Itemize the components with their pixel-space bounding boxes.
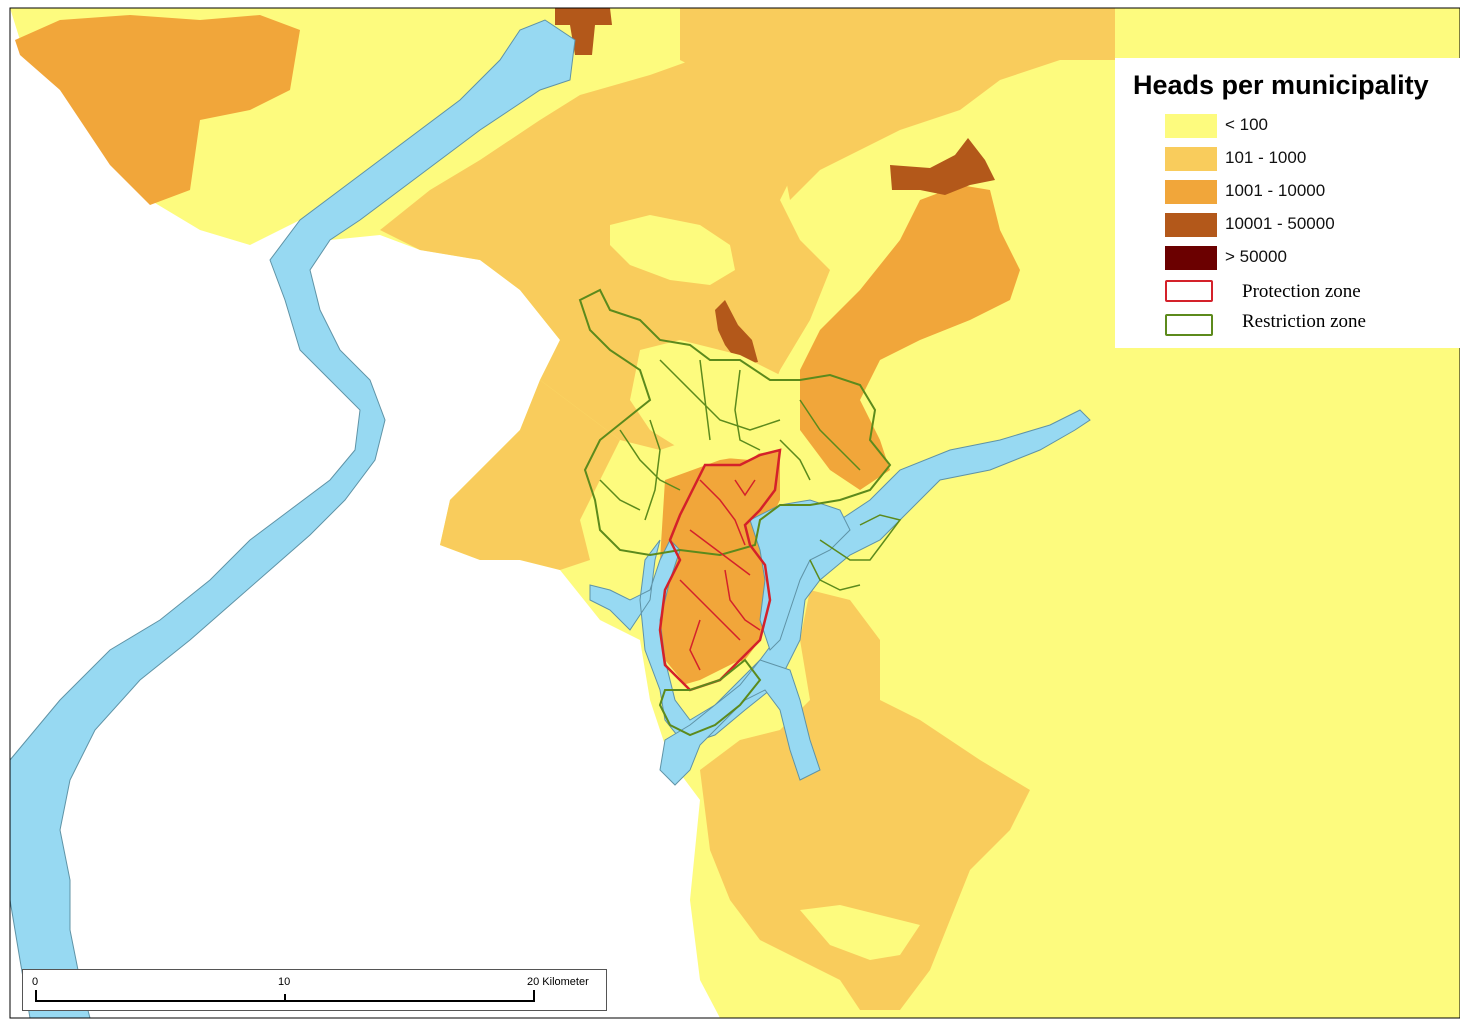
map-legend: Heads per municipality < 100 101 - 1000 … [1115,58,1460,348]
legend-zone-label: Protection zone [1242,281,1361,302]
region-north-lt100-patch [610,215,735,285]
region-northeast-101-1000 [680,8,1115,200]
scale-label-0: 0 [32,976,39,988]
legend-label: > 50000 [1225,247,1287,266]
region-south-lt100-patch [800,905,920,960]
legend-zone-swatch [1165,280,1213,302]
scale-label-20: 20 Kilometer [527,976,589,988]
map-frame [9,7,1460,1019]
region-north-10001-50000 [555,8,612,55]
scale-tick-20 [533,990,535,1002]
legend-swatch [1165,114,1217,138]
restriction-zone-south-outline [658,658,762,737]
region-northwest-1001-10000 [15,15,300,205]
region-west-101-1000 [440,380,620,570]
legend-label: 10001 - 50000 [1225,214,1335,233]
region-south-101-1000 [700,590,1030,1010]
legend-zone-label: Restriction zone [1242,311,1366,332]
legend-zone-swatch [1165,314,1213,336]
legend-swatch [1165,147,1217,171]
region-central-10001-50000 [715,300,758,365]
protection-zone-municipal-lines [679,479,761,671]
region-outside-southwest [10,8,720,1018]
lake-west [9,19,576,1019]
scale-tick-10 [284,994,286,1002]
legend-label: < 100 [1225,115,1269,134]
legend-swatch [1165,246,1217,270]
legend-swatch [1165,180,1217,204]
region-northeast-10001-50000 [890,138,995,195]
legend-title: Heads per municipality [1133,70,1429,100]
scale-label-10: 10 [278,976,291,988]
scale-bar: 0 10 20 Kilometer [22,969,607,1011]
legend-label: 1001 - 10000 [1225,181,1326,200]
region-central-1001-10000 [655,450,780,690]
scale-tick-0 [35,990,37,1002]
restriction-zone-municipal-lines [599,359,902,591]
protection-zone-outline [658,448,782,692]
legend-swatch [1165,213,1217,237]
restriction-zone-outline [578,288,892,557]
region-east-1001-10000 [800,185,1020,490]
legend-label: 101 - 1000 [1225,148,1307,167]
